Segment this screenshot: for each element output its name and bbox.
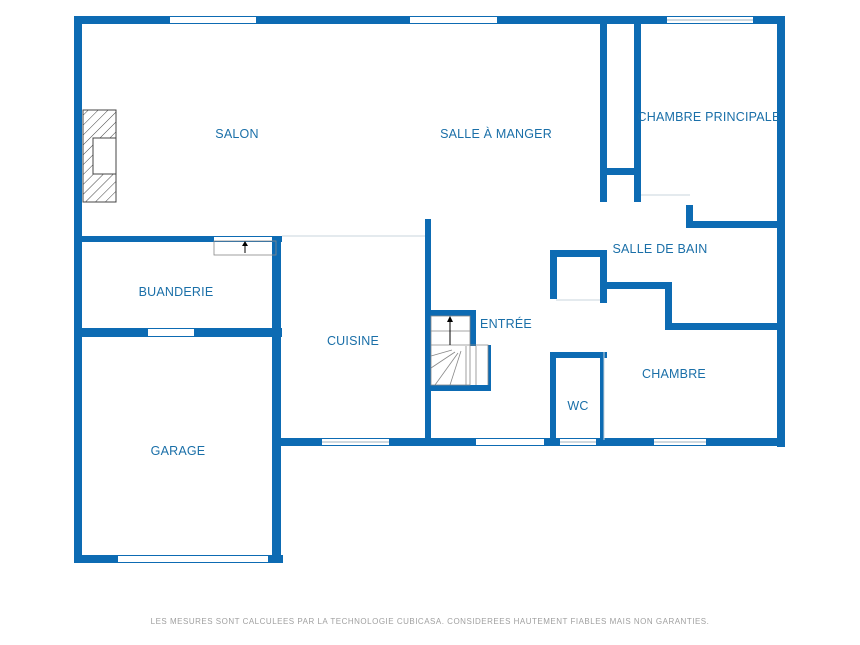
wall-chp-corridor-top <box>600 168 640 175</box>
wall-wc-right <box>600 352 604 446</box>
wall-wc-top <box>550 352 607 358</box>
label-salle-de-bain: SALLE DE BAIN <box>612 242 707 256</box>
label-entree: ENTRÉE <box>480 316 532 331</box>
door-buanderie <box>214 237 272 241</box>
label-buanderie: BUANDERIE <box>139 285 214 299</box>
wall-stair-bottom <box>428 385 491 391</box>
wall-stair-right <box>470 310 476 346</box>
wall-chp-left-stub <box>600 174 607 202</box>
window-buanderie-garage <box>148 329 194 336</box>
buanderie-arrow <box>213 240 277 256</box>
label-chambre-principale: CHAMBRE PRINCIPALE <box>638 110 781 124</box>
door-entree-bottom <box>476 439 544 445</box>
label-garage: GARAGE <box>151 444 206 458</box>
room-labels: SALON SALLE À MANGER CHAMBRE PRINCIPALE … <box>139 110 781 458</box>
wall-wc-left <box>550 352 556 446</box>
wall-right <box>777 16 785 447</box>
wall-left <box>74 16 82 563</box>
wall-chp-bottom-stub <box>686 205 693 228</box>
wall-sdb-left-top <box>550 250 607 257</box>
footer-disclaimer: LES MESURES SONT CALCULEES PAR LA TECHNO… <box>150 617 710 626</box>
wall-stair-right-lower <box>488 345 491 391</box>
wall-salon-buanderie <box>74 236 282 242</box>
wall-chp-left-upper <box>600 16 607 174</box>
up-arrow-icon <box>242 241 248 246</box>
label-salon: SALON <box>215 127 258 141</box>
label-salle-a-manger: SALLE À MANGER <box>440 126 552 141</box>
wall-sdb-left-stub <box>550 250 557 299</box>
wall-garage-right <box>272 236 281 563</box>
window-sam-top <box>410 17 497 23</box>
stairs <box>430 315 489 386</box>
thin-lines <box>282 194 690 440</box>
wall-stair-top <box>428 310 476 316</box>
wall-sdb-left-vertical <box>600 250 607 303</box>
wall-chp-corridor-right <box>634 24 641 202</box>
wall-sdb-step <box>665 282 672 330</box>
window-garage-bottom <box>118 556 268 562</box>
fireplace-hearth <box>92 137 117 175</box>
wall-chp-bottom <box>686 221 785 228</box>
window-lines <box>322 19 753 443</box>
wall-sdb-bottom-a <box>600 282 672 289</box>
label-wc: WC <box>567 399 588 413</box>
wall-sdb-bottom-b <box>665 323 785 330</box>
wall-cuisine-entree <box>425 219 431 446</box>
fireplace <box>82 109 117 203</box>
label-chambre: CHAMBRE <box>642 367 706 381</box>
stair-up-arrow-icon <box>447 316 453 322</box>
window-salon-top <box>170 17 256 23</box>
label-cuisine: CUISINE <box>327 334 379 348</box>
